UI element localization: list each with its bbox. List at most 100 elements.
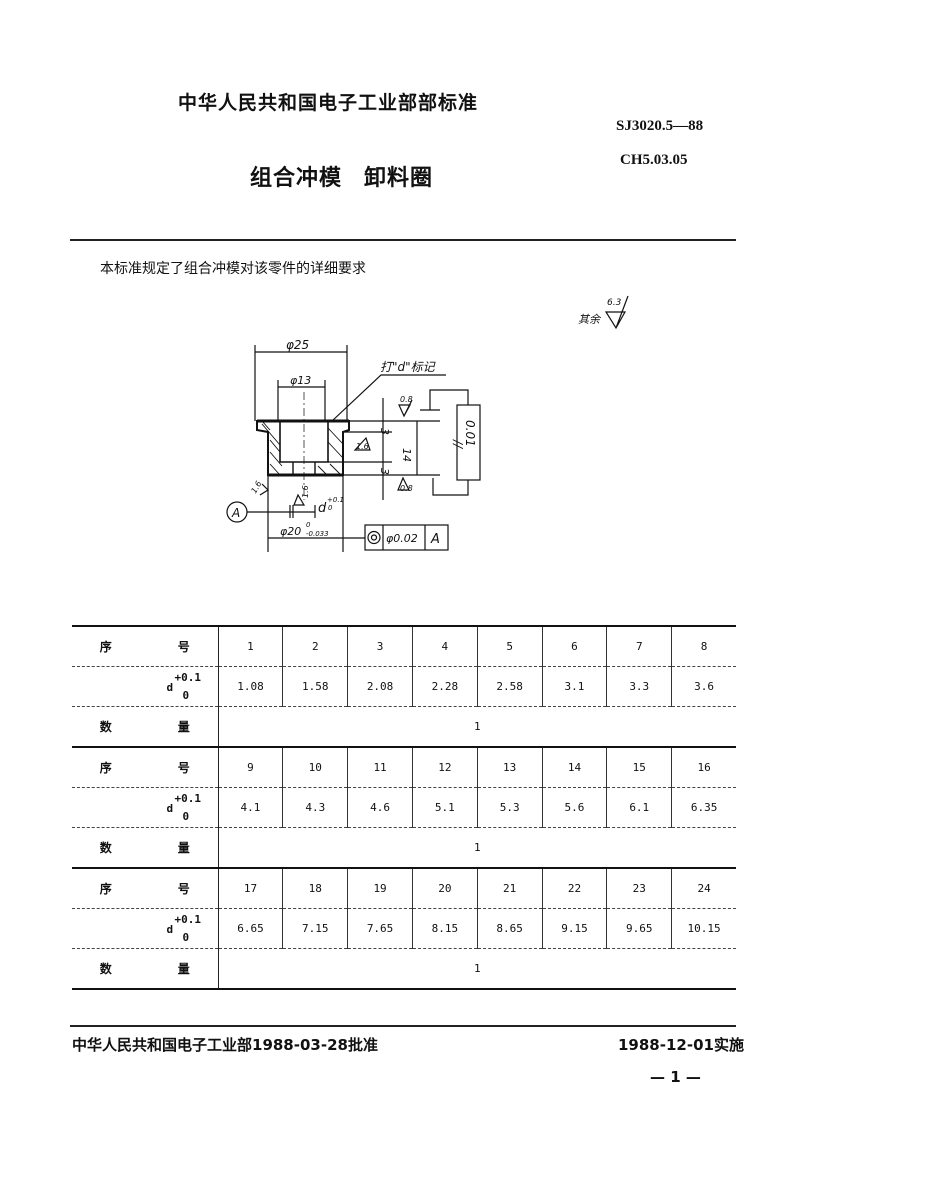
d-tol-upper: +0.1 <box>174 670 201 684</box>
seq-cell: 5 <box>476 625 543 667</box>
dim-top: 3 <box>378 428 391 435</box>
seq-cell: 11 <box>347 746 413 788</box>
roughness-side-value: 1.6 <box>249 479 263 495</box>
approval-text: 中华人民共和国电子工业部1988-03-28批准 <box>72 1036 378 1054</box>
title-part-1: 组合冲模 <box>250 166 343 191</box>
d-cell: 5.3 <box>476 787 543 828</box>
seq-cell: 23 <box>606 867 672 909</box>
seq-label-b: 号 <box>177 640 190 654</box>
d-cell: 1.08 <box>217 666 283 707</box>
qty-cell: 1 <box>218 827 736 868</box>
d-tol-lower: 0 <box>182 809 190 823</box>
footer-rule <box>70 1025 736 1027</box>
d-label: d+0.1 0 <box>72 666 219 707</box>
seq-label-a: 序 <box>99 882 112 896</box>
title-part-2: 卸料圈 <box>364 166 434 191</box>
qty-label-b: 量 <box>177 841 190 855</box>
qty-label-a: 数 <box>99 720 112 734</box>
qty-label-b: 量 <box>177 720 190 734</box>
d-cell: 6.65 <box>217 908 283 949</box>
roughness-hole-icon <box>293 493 306 506</box>
dim-hole-tol-upper: +0.1 <box>327 496 344 504</box>
page-number: — 1 — <box>650 1068 701 1086</box>
d-symbol: d <box>166 680 174 694</box>
effective-date: 1988-12-01实施 <box>618 1036 744 1054</box>
seq-cell: 1 <box>217 625 283 667</box>
d-tol-lower: 0 <box>182 930 190 944</box>
dim-bottom: 3 <box>378 468 391 475</box>
d-tol-upper: +0.1 <box>174 791 201 805</box>
concentricity-value: φ0.02 <box>386 532 418 545</box>
d-cell: 5.1 <box>411 787 478 828</box>
seq-cell: 4 <box>411 625 478 667</box>
d-tol-upper: +0.1 <box>174 912 201 926</box>
seq-label-a: 序 <box>99 640 112 654</box>
intro-text: 本标准规定了组合冲模对该零件的详细要求 <box>100 261 366 277</box>
seq-cell: 3 <box>347 625 413 667</box>
seq-cell: 19 <box>347 867 413 909</box>
standard-code: SJ3020.5—88 <box>616 118 704 134</box>
d-label: d+0.1 0 <box>72 787 219 828</box>
d-cell: 4.1 <box>217 787 283 828</box>
qty-cell: 1 <box>218 706 736 747</box>
d-cell: 3.3 <box>606 666 672 707</box>
d-cell: 10.15 <box>671 908 736 949</box>
dim-height: 14 <box>400 448 413 462</box>
roughness-hole-value: 1.6 <box>301 485 310 498</box>
seq-cell: 14 <box>541 746 607 788</box>
d-cell: 7.65 <box>347 908 413 949</box>
roughness-bottom-icon <box>397 476 410 491</box>
d-cell: 3.6 <box>671 666 736 707</box>
part-drawing: 其余 6.3 φ25 φ13 打"d"标记 3 14 3 0.8 1.6 0.8… <box>226 295 629 552</box>
seq-cell: 7 <box>606 625 672 667</box>
d-cell: 1.58 <box>282 666 348 707</box>
seq-cell: 17 <box>217 867 283 909</box>
seq-cell: 12 <box>411 746 478 788</box>
document-title: 组合冲模卸料圈 <box>250 160 455 192</box>
seq-cell: 8 <box>671 625 736 667</box>
d-symbol: d <box>166 801 174 815</box>
seq-cell: 24 <box>671 867 736 909</box>
issuing-organization: 中华人民共和国电子工业部部标准 <box>178 92 479 114</box>
d-cell: 2.08 <box>347 666 413 707</box>
dim-hole-tol-lower: 0 <box>328 504 333 512</box>
seq-cell: 9 <box>217 746 283 788</box>
d-cell: 4.6 <box>347 787 413 828</box>
d-cell: 2.28 <box>411 666 478 707</box>
seq-label: 序号 <box>72 746 219 788</box>
d-cell: 8.65 <box>476 908 543 949</box>
d-cell: 4.3 <box>282 787 348 828</box>
seq-label: 序号 <box>72 625 219 667</box>
d-cell: 9.15 <box>541 908 607 949</box>
seq-cell: 15 <box>606 746 672 788</box>
seq-cell: 16 <box>671 746 736 788</box>
roughness-rest-label: 其余 <box>578 313 602 326</box>
roughness-bore-icon <box>353 436 371 451</box>
seq-cell: 22 <box>541 867 607 909</box>
d-cell: 6.35 <box>671 787 736 828</box>
seq-cell: 20 <box>411 867 478 909</box>
seq-label-a: 序 <box>99 761 112 775</box>
seq-cell: 13 <box>476 746 543 788</box>
d-cell: 6.1 <box>606 787 672 828</box>
d-tol-lower: 0 <box>182 688 190 702</box>
seq-cell: 18 <box>282 867 348 909</box>
roughness-rest-value: 6.3 <box>607 298 622 308</box>
d-cell: 9.65 <box>606 908 672 949</box>
roughness-top-value: 0.8 <box>400 395 413 404</box>
part-outline <box>256 420 350 476</box>
seq-label-b: 号 <box>177 882 190 896</box>
qty-label: 数量 <box>72 706 219 747</box>
seq-cell: 21 <box>476 867 543 909</box>
qty-label: 数量 <box>72 827 219 868</box>
seq-label: 序号 <box>72 867 219 909</box>
roughness-rest-icon <box>604 295 629 330</box>
dim-bore: φ13 <box>290 374 311 387</box>
